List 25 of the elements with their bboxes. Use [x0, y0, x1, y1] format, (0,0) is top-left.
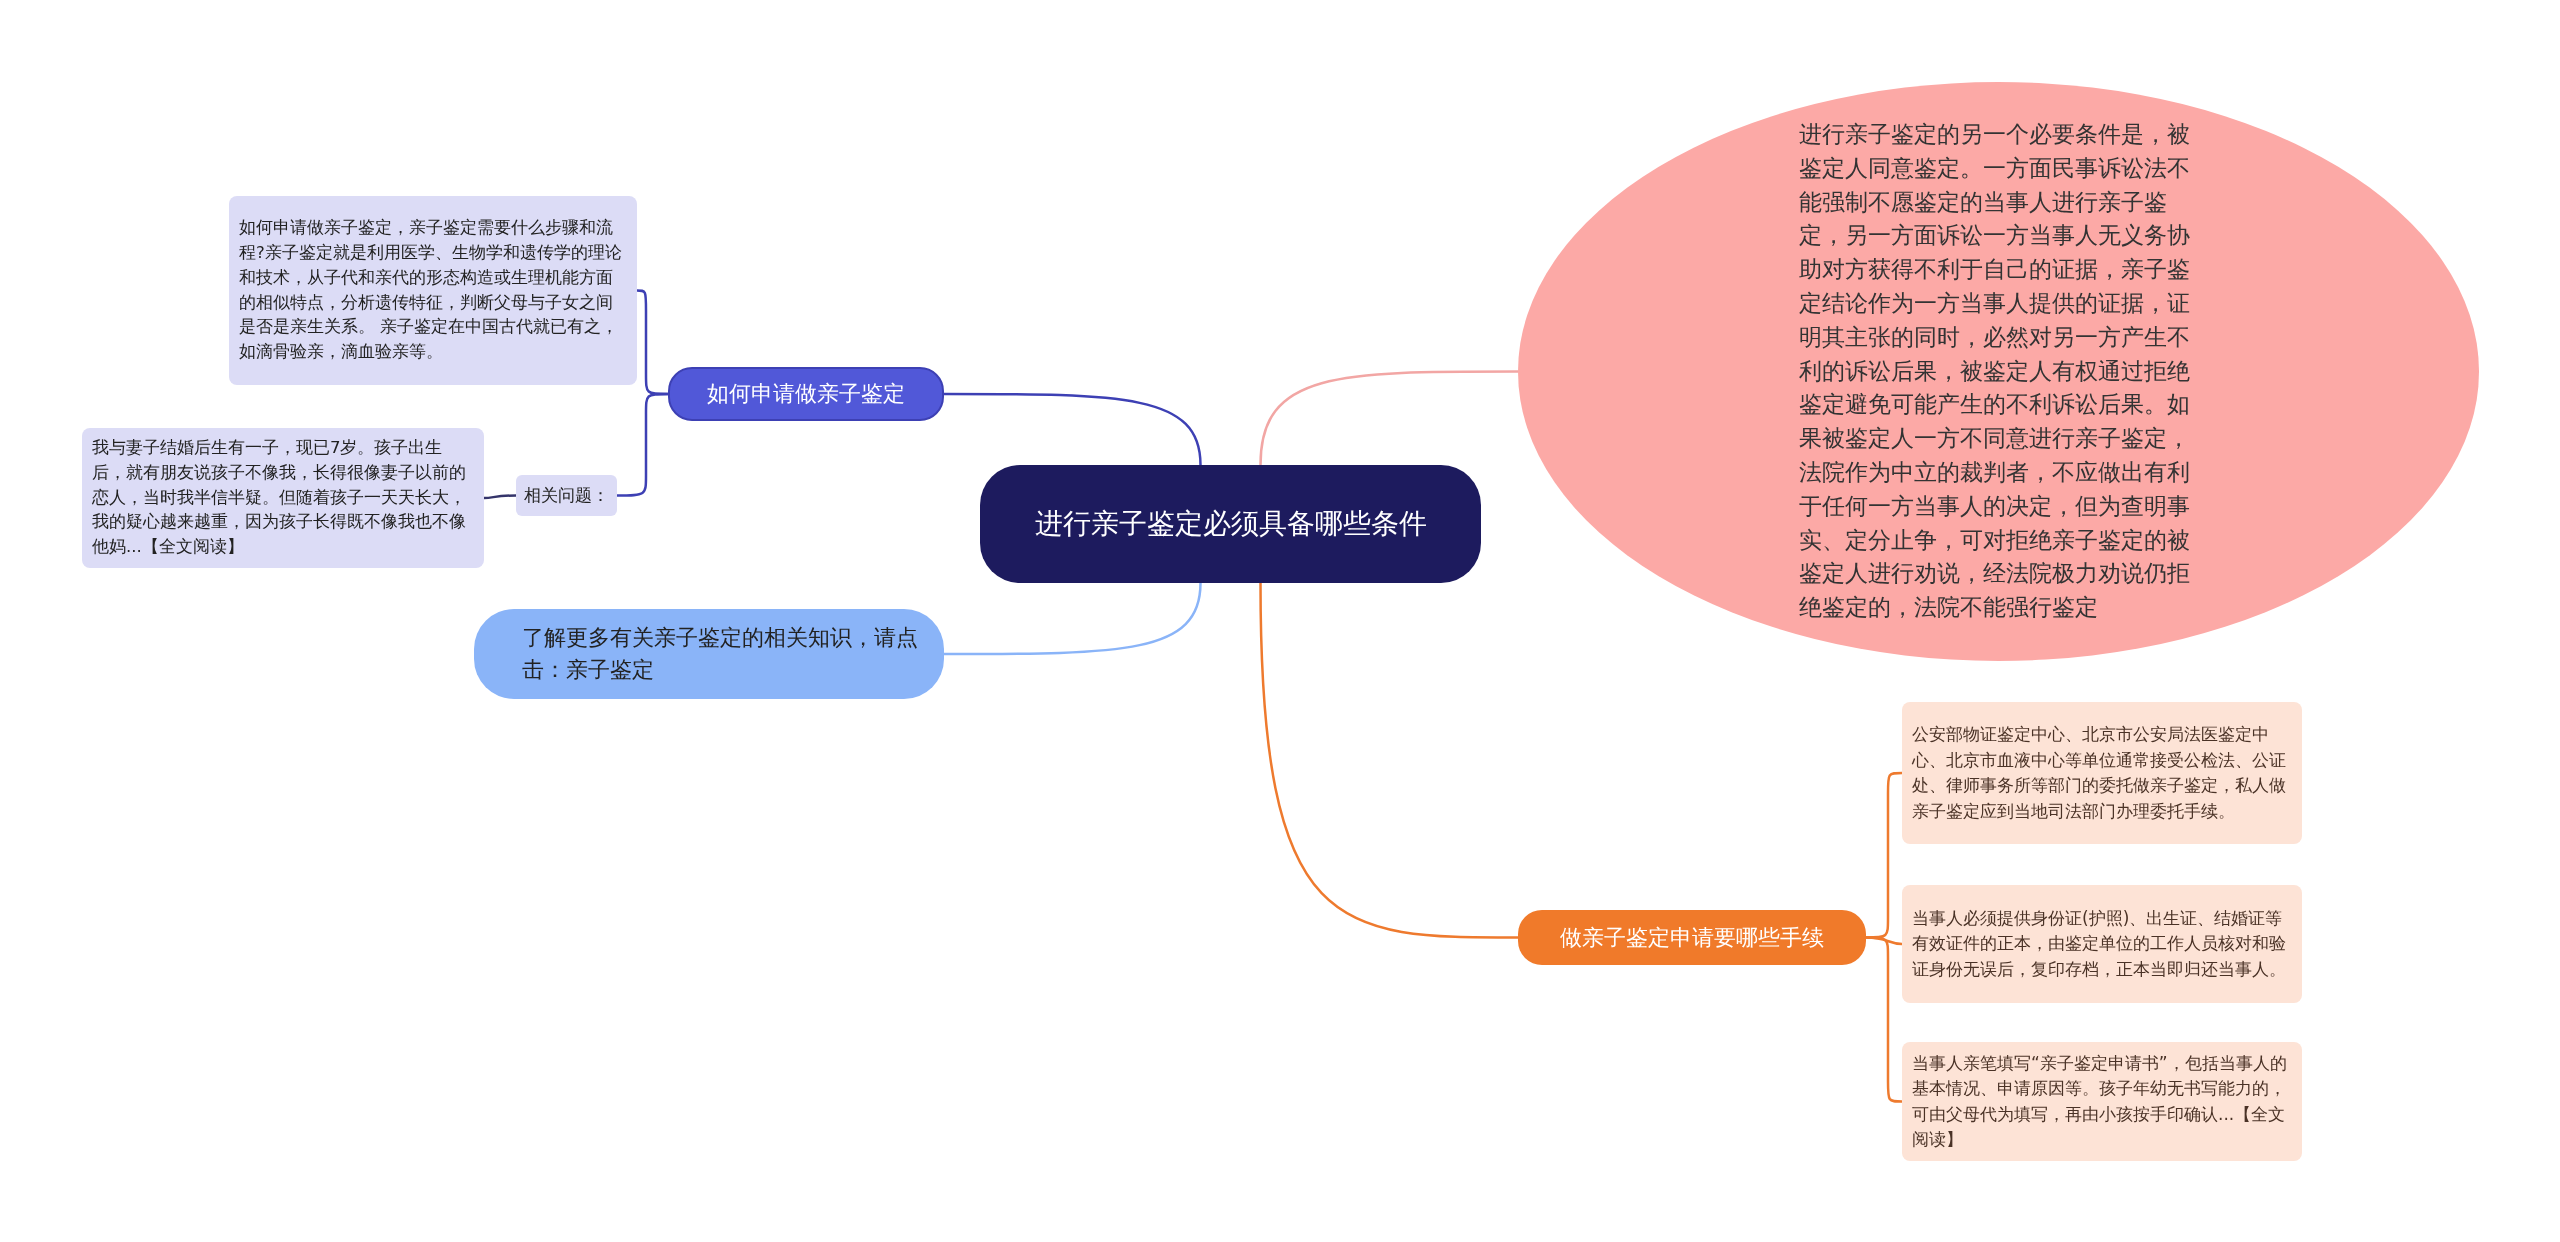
node-text: 进行亲子鉴定必须具备哪些条件	[1034, 505, 1427, 542]
node-text: 做亲子鉴定申请要哪些手续	[1560, 923, 1824, 952]
node-text: 进行亲子鉴定的另一个必要条件是，被鉴定人同意鉴定。一方面民事诉讼法不能强制不愿鉴定的当事人进行亲子鉴定，另一方面诉讼一方当事人无义务协助对方获得不利于自己的证据，亲子鉴定结论作为一方当事人提供的证据，证明其主张的同时，必然对另一方产生不利的诉讼后果，被鉴定人有权通过拒绝鉴定避免可能产生的不利诉讼后果。如果被鉴定人一方不同意进行亲子鉴定，法院作为中立的裁判者，不应做出有利于任何一方当事人的决定，但为查明事实、定分止争，可对拒绝亲子鉴定的被鉴定人进行劝说，经法院极力劝说仍拒绝鉴定的，法院不能强行鉴定	[1798, 120, 2191, 623]
connector-line	[1259, 582, 1518, 939]
note-card	[1902, 1042, 2302, 1161]
note-card	[1902, 885, 2302, 1003]
branch-pill	[1518, 910, 1866, 965]
node-text: 当事人亲笔填写“亲子鉴定申请书”，包括当事人的基本情况、申请原因等。孩子年幼无书写能力的，可由父母代为填写，再由小孩按手印确认...【全文阅读】	[1912, 1051, 2288, 1151]
node-text: 如何申请做亲子鉴定，亲子鉴定需要什么步骤和流程?亲子鉴定就是利用医学、生物学和遗传学的理论和技术，从子代和亲代的形态构造或生理机能方面的相似特点，分析遗传特征，判断父母与子女之间是否是亲生关系。 亲子鉴定在中国古代就已有之，如滴骨验亲，滴血验亲等。	[239, 217, 623, 363]
node-text: 相关问题：	[524, 484, 609, 507]
branch-pill	[668, 367, 944, 421]
note-card	[229, 196, 637, 385]
connector-line	[944, 582, 1202, 656]
note-card	[1902, 702, 2302, 844]
node-text: 了解更多有关亲子鉴定的相关知识，请点击：亲子鉴定	[522, 624, 919, 684]
node-text: 公安部物证鉴定中心、北京市公安局法医鉴定中心、北京市血液中心等单位通常接受公检法、公证处、律师事务所等部门的委托做亲子鉴定，私人做亲子鉴定应到当地司法部门办理委托手续。	[1912, 723, 2287, 823]
node-text: 我与妻子结婚后生有一子，现已7岁。孩子出生后，就有朋友说孩子不像我，长得很像妻子以前的恋人，当时我半信半疑。但随着孩子一天天长大，我的疑心越来越重，因为孩子长得既不像我也不像他妈...【全文阅读】	[92, 437, 467, 559]
connector-line	[483, 494, 516, 500]
node-text: 如何申请做亲子鉴定	[707, 380, 905, 408]
note-card	[82, 428, 484, 568]
node-text: 当事人必须提供身份证(护照)、出生证、结婚证等有效证件的正本，由鉴定单位的工作人员核对和验证身份无误后，复印存档，正本当即归还当事人。	[1912, 906, 2287, 981]
topic-pill	[980, 465, 1481, 583]
tag-label	[516, 475, 617, 516]
connector-line	[1259, 370, 1518, 466]
connector-line	[944, 392, 1202, 466]
